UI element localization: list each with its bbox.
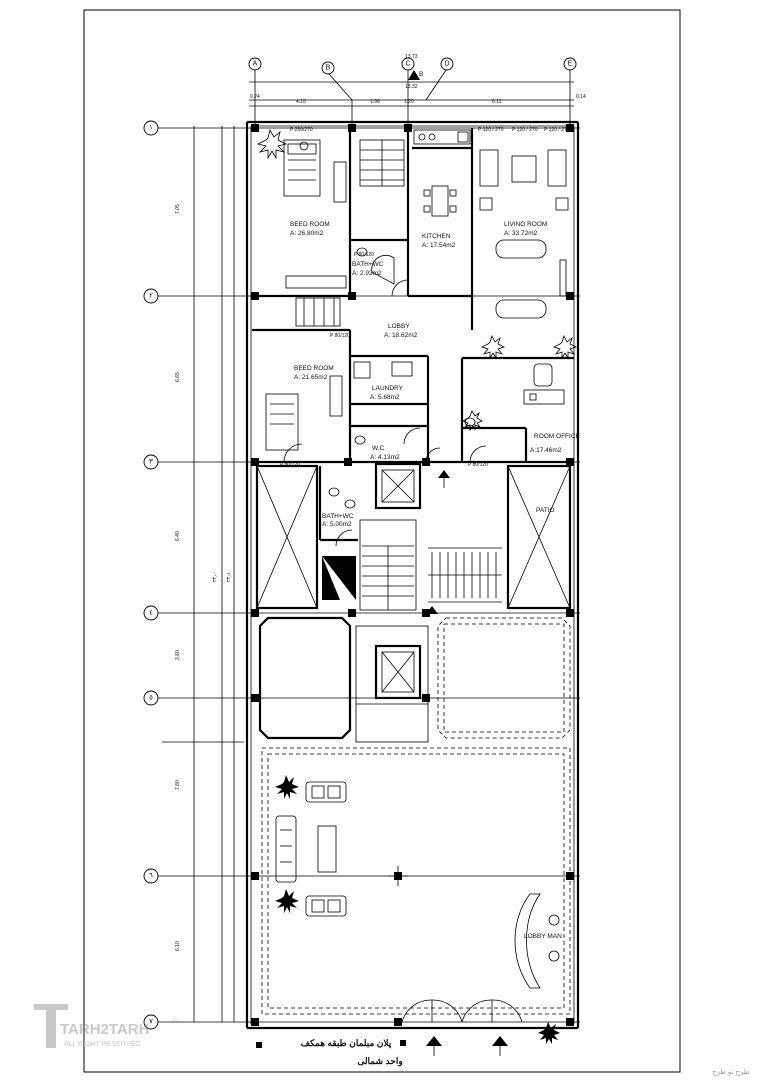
door-tag-3: P 80/120: [280, 462, 300, 468]
plant-icons-upper: [256, 128, 578, 432]
grid-col-c: C: [405, 61, 410, 68]
corner-watermark: طرح تو طرح: [712, 1068, 750, 1076]
opening-tag-north: P 250/270: [290, 127, 313, 133]
room-name-lobby-man: LOBBY MAN: [524, 933, 562, 940]
grid-col-d: D: [444, 61, 449, 68]
room-area-living: A: 33.72m2: [504, 230, 538, 237]
top-dimension-chain: 13.73 13.32 0.24 4.10 1.90 1.20 6.11 0.1…: [249, 54, 586, 125]
grid-row-3: ٣: [149, 459, 153, 466]
door-tag-4: P 80/120: [468, 462, 488, 468]
ground-lobby: [256, 747, 571, 1056]
watermark-brand: TARH2TARH: [60, 1021, 149, 1038]
laundry-wc-fixtures: [353, 361, 441, 463]
dim-row-1: 7.05: [175, 204, 181, 214]
watermark-sub: ALL RIGHT RESERVED: [64, 1041, 140, 1048]
room-name-office: ROOM OFFICE: [534, 433, 581, 440]
overall-width-bottom: 13.32: [405, 84, 418, 90]
door-tag-1: P 80/120: [354, 252, 374, 258]
grid-row-4: ٤: [149, 610, 153, 617]
room-area-laundry: A: 5.68m2: [370, 394, 400, 401]
room-name-kitchen: KITCHEN: [422, 233, 451, 240]
sheet-border: [83, 9, 681, 1073]
upper-stairs: [295, 139, 405, 327]
interior-walls: [252, 128, 574, 464]
dim-seg-3: 1.90: [370, 99, 380, 105]
watermark-mark: ®: [172, 1016, 178, 1024]
structural-columns: [251, 124, 574, 1026]
grid-row-7: ٧: [149, 1019, 153, 1026]
bedroom-2-furniture: [265, 375, 343, 463]
room-name-wc: W.C: [372, 445, 385, 452]
room-labels: BEED ROOM A: 26.80m2 BATH+WC A: 2.93m2 K…: [290, 221, 581, 940]
title-line-2: واحد شمالی: [357, 1056, 402, 1067]
window-tag-2: P 120 / 270: [512, 127, 538, 133]
room-name-living: LIVING ROOM: [504, 221, 547, 228]
section-marker-label: B: [419, 71, 423, 78]
room-name-laundry: LAUNDRY: [372, 385, 404, 392]
core-area: [255, 462, 572, 743]
dim-row-5: 7.80: [175, 780, 181, 790]
drawing-title: پلان مبلمان طبقه همکف واحد شمالی: [301, 1038, 403, 1067]
grid-row-6: ٦: [149, 873, 153, 880]
bath-1-fixtures: [356, 247, 409, 297]
grid-col-b: B: [326, 65, 331, 72]
dim-seg-6: 0.14: [576, 94, 586, 100]
dim-overall-b: ۳۴٫۱: [226, 572, 232, 582]
opening-tags: P 250/270 P 120 / 270 P 120 / 270 P 120 …: [280, 127, 570, 468]
room-area-bath-1: A: 2.93m2: [352, 270, 382, 277]
room-name-lobby: LOBBY: [388, 323, 410, 330]
room-area-kitchen: A: 17.54m2: [422, 242, 456, 249]
room-area-bath-2: A: 5.00m2: [322, 521, 352, 528]
bedroom-1-furniture: [283, 139, 347, 289]
row-bubbles: ١ ٢ ٣ ٤ ٥ ٦ ٧: [143, 120, 159, 1030]
room-name-bedroom-2: BEED ROOM: [294, 365, 334, 372]
room-name-bedroom-1: BEED ROOM: [290, 221, 330, 228]
room-area-wc: A: 4.13m2: [370, 454, 400, 461]
brand-watermark: TARH2TARH ® ALL RIGHT RESERVED: [34, 1004, 178, 1048]
window-tag-3: P 120 / 270: [544, 127, 570, 133]
living-furniture: [479, 149, 569, 319]
room-name-bath-1: BATH+WC: [352, 261, 384, 268]
grid-row-2: ٢: [149, 293, 153, 300]
room-area-lobby: A: 18.62m2: [384, 332, 418, 339]
kitchen-furniture: [413, 129, 471, 217]
room-area-bedroom-1: A: 26.80m2: [290, 230, 324, 237]
room-name-patio: PATIO: [536, 507, 555, 514]
dim-seg-4: 1.20: [404, 99, 414, 105]
dim-row-4: 3.80: [175, 650, 181, 660]
grid-col-e: E: [568, 61, 573, 68]
grid-row-5: ٥: [149, 695, 153, 702]
exterior-walls: [245, 120, 580, 1030]
room-name-bath-2: BATH+WC: [322, 513, 354, 520]
dim-seg-5: 6.11: [492, 99, 502, 105]
dim-row-3: 6.40: [175, 531, 181, 541]
grid-row-1: ١: [149, 125, 153, 132]
room-area-bedroom-2: A: 21.65m2: [294, 374, 328, 381]
section-marker-arrow: [408, 70, 420, 80]
dim-row-6: 6.10: [175, 941, 181, 951]
window-tag-1: P 120 / 270: [478, 127, 504, 133]
overall-width-top: 13.73: [405, 54, 418, 60]
room-area-office: A:17.46m2: [530, 447, 562, 454]
column-bubbles: A B C D E: [248, 57, 577, 75]
dim-seg-2: 4.10: [296, 99, 306, 105]
door-tag-2: P 80/120: [330, 333, 350, 339]
dim-row-2: 6.65: [175, 372, 181, 382]
grid-col-a: A: [253, 61, 258, 68]
title-line-1: پلان مبلمان طبقه همکف: [301, 1038, 392, 1049]
dim-overall-a: ۳۴٫۰۰: [212, 570, 218, 582]
